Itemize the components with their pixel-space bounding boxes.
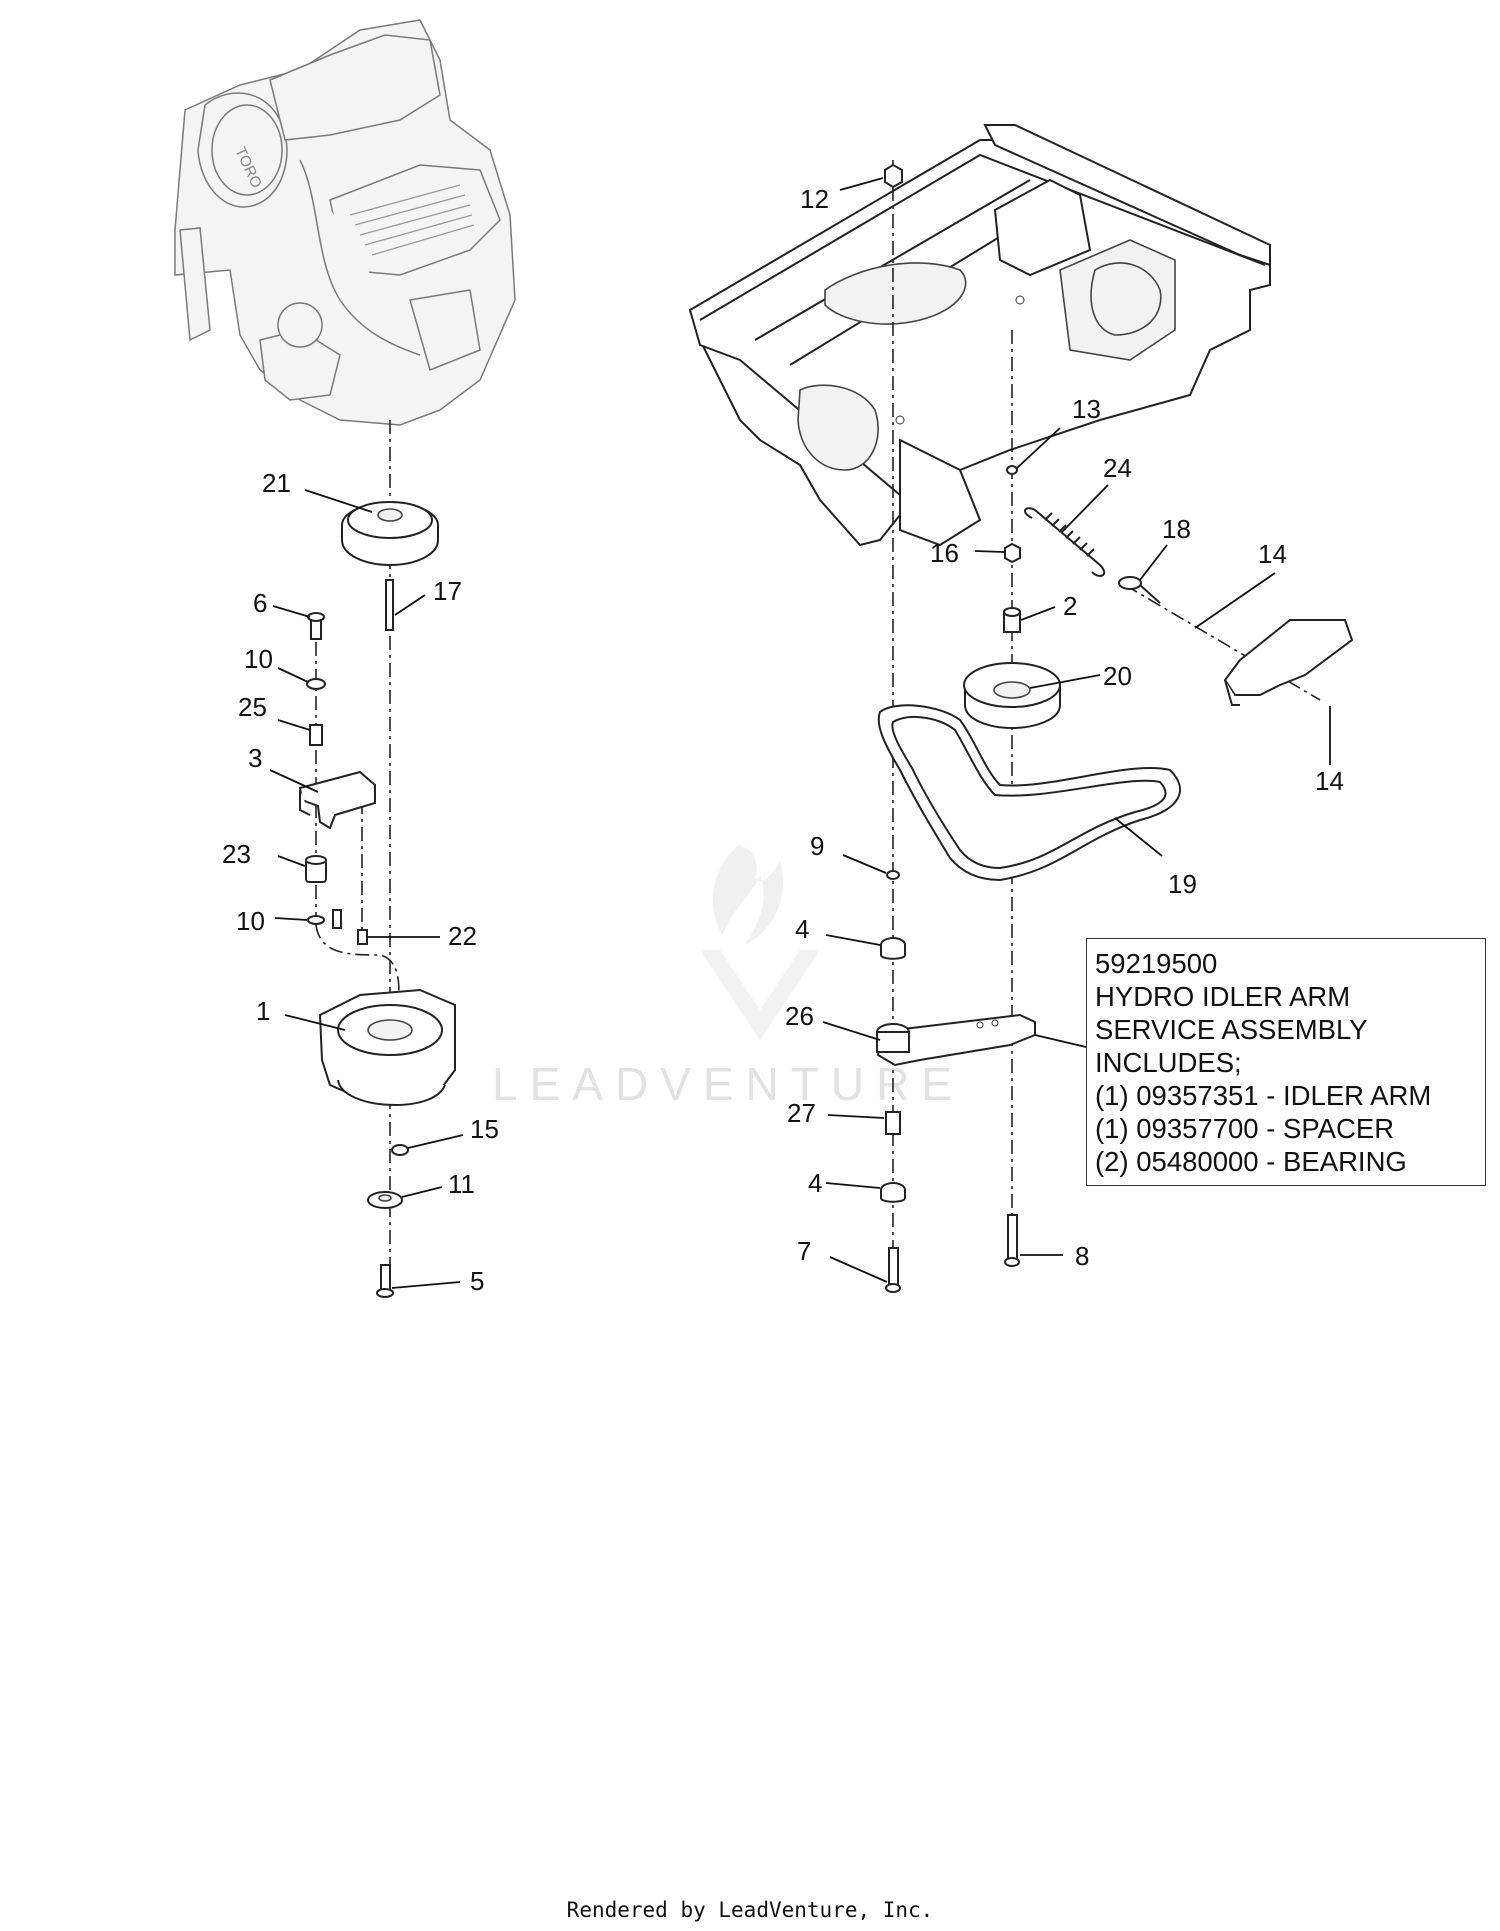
nut-16	[1004, 542, 1021, 564]
belt-19	[877, 704, 1181, 882]
engine-illustration: TORO	[174, 19, 516, 426]
callout-3: 3	[248, 743, 262, 773]
washer-10-upper	[306, 678, 326, 690]
callout-labels: 21 6 17 10 25 3 23 10 22 1 15 11 5 12 13…	[222, 184, 1344, 1296]
callout-15: 15	[470, 1114, 499, 1144]
leader-lines	[269, 177, 1331, 1289]
note-line: SERVICE ASSEMBLY	[1095, 1014, 1368, 1045]
pulley-21	[341, 501, 439, 567]
bracket-3	[298, 770, 376, 830]
callout-23: 23	[222, 839, 251, 869]
spacer-27	[885, 1111, 901, 1135]
callout-17: 17	[433, 576, 462, 606]
note-line: 59219500	[1095, 948, 1218, 979]
washer-11	[367, 1191, 403, 1209]
callout-4: 4	[795, 914, 809, 944]
callout-26: 26	[785, 1001, 814, 1031]
nut-13	[1006, 465, 1018, 475]
bolt-8	[1004, 1214, 1020, 1267]
callout-21: 21	[262, 468, 291, 498]
clutch-1	[318, 988, 456, 1107]
footer-credit: Rendered by LeadVenture, Inc.	[566, 1898, 934, 1922]
callout-9: 9	[810, 831, 824, 861]
callout-22: 22	[448, 921, 477, 951]
bearing-4-upper	[880, 937, 906, 960]
bolt-7	[885, 1247, 901, 1293]
bolt-5	[376, 1264, 394, 1298]
note-line: (2) 05480000 - BEARING	[1095, 1146, 1407, 1177]
callout-6: 6	[253, 588, 267, 618]
note-line: INCLUDES;	[1095, 1047, 1242, 1078]
callout-25: 25	[238, 692, 267, 722]
axis-spring	[1124, 584, 1321, 701]
bracket-14	[1223, 619, 1354, 706]
callout-27: 27	[787, 1098, 816, 1128]
callout-7: 7	[797, 1236, 811, 1266]
idler-arm-26	[876, 1013, 1036, 1067]
bolt-6	[307, 612, 325, 640]
callout-19: 19	[1168, 869, 1197, 899]
spacer-23	[305, 855, 327, 883]
callout-24: 24	[1103, 453, 1132, 483]
callout-4: 4	[808, 1168, 822, 1198]
callout-5: 5	[470, 1266, 484, 1296]
callout-2: 2	[1063, 591, 1077, 621]
pulley-20	[963, 662, 1061, 730]
bearing-4-lower	[880, 1182, 906, 1203]
callout-16: 16	[930, 538, 959, 568]
chassis-frame	[688, 124, 1271, 547]
callout-12: 12	[800, 184, 829, 214]
watermark-text: LEADVENTURE	[492, 1058, 964, 1110]
callout-10: 10	[236, 906, 265, 936]
callout-10: 10	[244, 644, 273, 674]
eyebolt-18	[1118, 576, 1161, 604]
spacer-2	[1003, 607, 1021, 633]
spacer-25	[309, 724, 323, 746]
axis-bracket-bend	[315, 924, 400, 1006]
callout-8: 8	[1075, 1241, 1089, 1271]
note-line: HYDRO IDLER ARM	[1095, 981, 1351, 1012]
callout-13: 13	[1072, 394, 1101, 424]
note-line: (1) 09357351 - IDLER ARM	[1095, 1080, 1432, 1111]
key-17	[385, 579, 394, 631]
callout-18: 18	[1162, 514, 1191, 544]
service-assembly-note: 59219500 HYDRO IDLER ARM SERVICE ASSEMBL…	[1086, 938, 1486, 1186]
nut-15	[391, 1144, 409, 1156]
nut-12	[884, 163, 903, 189]
callout-14: 14	[1258, 539, 1287, 569]
washer-10-lower	[307, 915, 325, 925]
spring-24	[1024, 507, 1106, 577]
callout-20: 20	[1103, 661, 1132, 691]
callout-14: 14	[1315, 766, 1344, 796]
note-line: (1) 09357700 - SPACER	[1095, 1113, 1395, 1144]
callout-1: 1	[256, 996, 270, 1026]
callout-11: 11	[448, 1169, 475, 1199]
watermark-logo	[700, 845, 820, 1040]
fitting-22	[332, 909, 368, 945]
washer-9	[886, 870, 900, 880]
